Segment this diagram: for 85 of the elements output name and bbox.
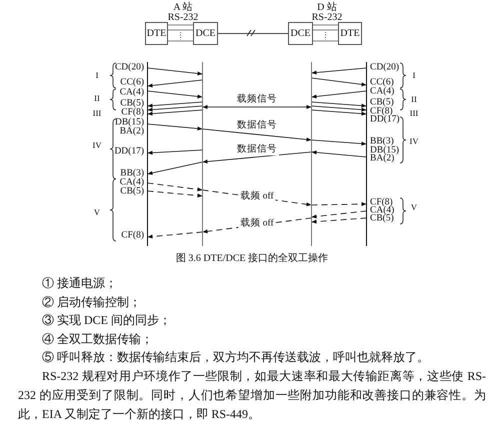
signal-label: CB(5) [120, 187, 144, 197]
signal-label: CF(8) [121, 231, 144, 241]
station-label: RS-232 [312, 13, 342, 23]
signal-label: CB(5) [120, 99, 144, 108]
station-box: DCE [193, 22, 218, 45]
signal-label: CA(4) [120, 178, 144, 188]
phase-number: II [94, 94, 100, 102]
dashed-arrow [311, 210, 367, 218]
signal-label: CB(5) [370, 98, 394, 108]
timeline [202, 62, 203, 246]
signal-label: DD(17) [370, 115, 400, 125]
signal-label: CD(20) [370, 63, 400, 73]
signal-label: CC(6) [120, 78, 144, 88]
arrow [311, 90, 367, 98]
timeline [147, 62, 148, 246]
arrow [202, 128, 312, 142]
arrow [311, 106, 367, 112]
edge-label: 载频 off [238, 218, 276, 230]
signal-label: DB(15) [370, 146, 400, 156]
arrow [147, 150, 203, 155]
phase-number: I [412, 70, 416, 80]
dashed-arrow [147, 232, 203, 239]
phase-number: V [94, 208, 100, 216]
arrow [311, 140, 367, 146]
station-box: DCE [288, 22, 313, 45]
phase-number: IV [92, 140, 102, 150]
station-label: RS-232 [168, 13, 198, 23]
caption: 图 3.6 DTE/DCE 接口的全双工操作 [176, 252, 328, 265]
arrow [311, 68, 367, 75]
arrow [147, 162, 203, 175]
arrow [147, 124, 203, 131]
signal-label: CA(4) [120, 88, 144, 98]
phase-number: I [96, 70, 98, 80]
edge-label: 数据信号 [235, 144, 279, 156]
phase-number: II [411, 94, 417, 104]
signal-label: CA(4) [370, 206, 394, 216]
signal-label: CF(8) [121, 108, 144, 118]
station-label: A 站 [173, 3, 193, 13]
signal-label: BB(3) [120, 169, 144, 178]
paragraph: RS-232 规程对用户环境作了一些限制，如最大速率和最大传输距离等，这些使 RS-232 的应用受到了限制。同时，人们也希望增加一些附加功能和改善接口的兼容性。为此，EIA 又制定了一个新的接口，即 RS-449。 [18, 368, 486, 423]
list-item: ② 启动传输控制； [42, 296, 141, 308]
arrow [147, 90, 203, 98]
signal-label: BA(2) [120, 127, 144, 137]
arrow [311, 78, 367, 86]
arrow [147, 102, 203, 108]
dashed-arrow [311, 202, 367, 206]
signal-label: CB(5) [370, 214, 394, 224]
arrow [311, 102, 367, 108]
edge-label: 载频信号 [235, 94, 279, 106]
arrow [311, 110, 367, 116]
arrow [147, 80, 203, 88]
timeline [366, 62, 367, 246]
arrow [147, 68, 203, 76]
list-item: ⑤ 呼叫释放：数据传输结束后，双方均不再传送载波，呼叫也就释放了。 [42, 351, 429, 363]
phase-number: V [410, 202, 418, 212]
arrow [202, 105, 312, 109]
signal-label: DD(17) [114, 147, 144, 157]
timeline [311, 62, 312, 246]
connector-line [218, 33, 288, 34]
dashed-arrow [147, 190, 203, 198]
edge-label: 载频 off [238, 192, 276, 202]
list-item: ① 接通电源； [42, 277, 117, 289]
signal-label: BA(2) [370, 154, 394, 164]
phase-number: III [410, 108, 418, 118]
list-item: ④ 全双工数据传输； [42, 333, 153, 345]
list-item: ③ 实现 DCE 间的同步； [42, 314, 171, 326]
arrow [147, 106, 203, 112]
station-label: D 站 [317, 3, 337, 13]
station-box: DTE [338, 22, 362, 45]
signal-label: CF(8) [370, 107, 393, 116]
signal-label: CF(8) [370, 198, 393, 208]
station-box: DTE [145, 22, 168, 45]
arrow [147, 110, 203, 116]
arrow [202, 152, 312, 164]
dashed-arrow [311, 218, 367, 224]
arrow [311, 150, 367, 158]
phase-number: IV [410, 136, 418, 146]
signal-label: CD(20) [114, 63, 144, 73]
signal-label: BB(3) [370, 137, 394, 146]
edge-label: 数据信号 [235, 120, 279, 132]
signal-label: CC(6) [370, 78, 394, 88]
dashed-arrow [147, 182, 203, 192]
signal-label: DB(15) [114, 118, 144, 128]
signal-label: CA(4) [370, 87, 394, 97]
phase-number: III [92, 108, 102, 118]
